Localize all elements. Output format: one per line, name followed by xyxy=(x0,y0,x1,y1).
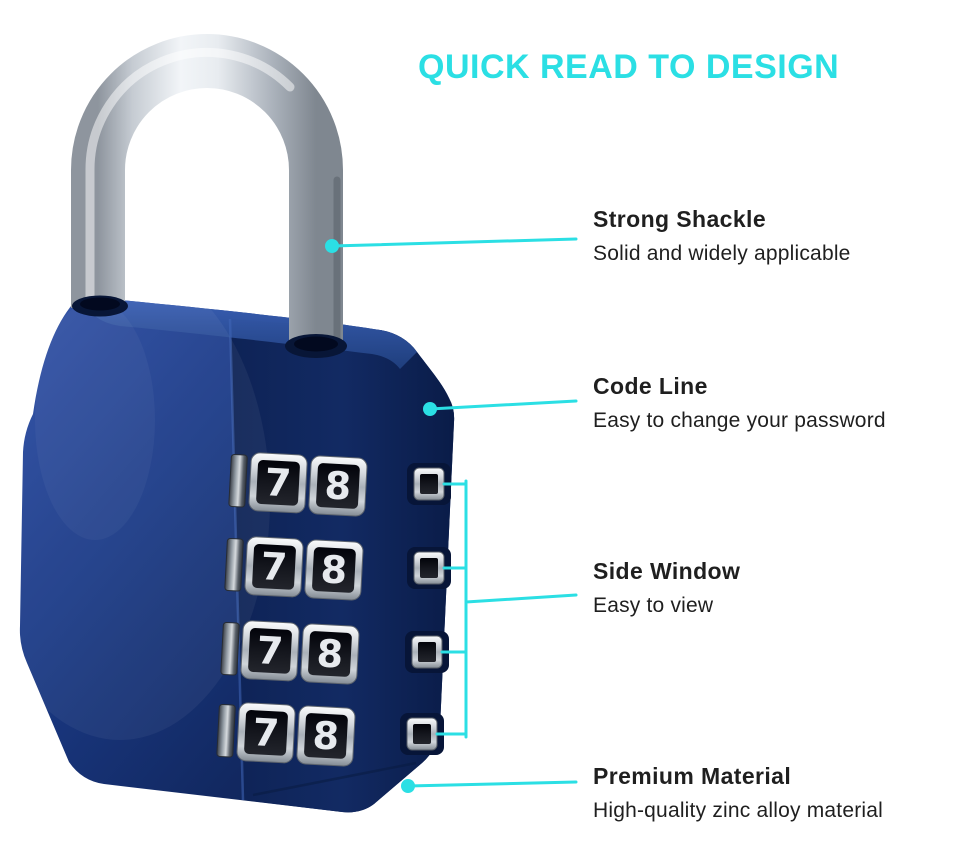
dial-row: 7 8 xyxy=(224,536,364,601)
dial-digit: 7 xyxy=(260,544,289,589)
dial-row: 7 8 xyxy=(220,620,360,685)
side-window-button xyxy=(407,463,451,505)
callout-dot-premium-material xyxy=(401,779,415,793)
callout-dot-shackle xyxy=(325,239,339,253)
side-window-button xyxy=(400,713,444,755)
callout-line-premium-material xyxy=(406,780,578,788)
callout-side-window: Side Window Easy to view xyxy=(593,558,740,618)
page-title: QUICK READ TO DESIGN xyxy=(418,48,840,86)
callout-heading: Premium Material xyxy=(593,763,792,789)
dial-digit: 7 xyxy=(252,710,281,755)
callout-dot-code-line xyxy=(423,402,437,416)
dial-row: 7 8 xyxy=(228,452,368,517)
body-highlight xyxy=(35,300,155,540)
side-window-button xyxy=(405,631,449,673)
dial-digit: 8 xyxy=(320,547,349,592)
side-window-button xyxy=(407,547,451,589)
callout-bracket-side-window xyxy=(435,479,578,739)
bottom-seam xyxy=(252,761,417,797)
callout-premium-material: Premium Material High-quality zinc alloy… xyxy=(593,763,883,823)
dial-digit: 8 xyxy=(316,631,345,676)
callout-heading: Side Window xyxy=(593,558,741,584)
callout-code-line: Code Line Easy to change your password xyxy=(593,373,886,433)
callout-description: High-quality zinc alloy material xyxy=(593,799,884,822)
dial-row: 7 8 xyxy=(216,702,356,767)
callout-heading: Code Line xyxy=(593,373,708,399)
callout-heading: Strong Shackle xyxy=(593,206,767,232)
shackle xyxy=(71,34,343,350)
shackle-hole-right xyxy=(285,334,347,358)
dial-digit: 7 xyxy=(264,460,293,505)
lock-top-bevel xyxy=(80,296,417,369)
dial-digit: 8 xyxy=(312,713,341,758)
callout-line-code-line xyxy=(428,399,578,411)
dial-digit: 7 xyxy=(256,628,285,673)
callout-strong-shackle: Strong Shackle Solid and widely applicab… xyxy=(593,206,851,266)
shackle-hole-left xyxy=(72,295,128,317)
callout-line-shackle xyxy=(330,237,578,248)
callout-description: Solid and widely applicable xyxy=(593,242,851,265)
dial-digit: 8 xyxy=(324,463,353,508)
callout-lines xyxy=(325,237,578,793)
body-highlight xyxy=(0,260,270,740)
callout-description: Easy to view xyxy=(593,594,714,617)
callout-description: Easy to change your password xyxy=(593,409,886,432)
